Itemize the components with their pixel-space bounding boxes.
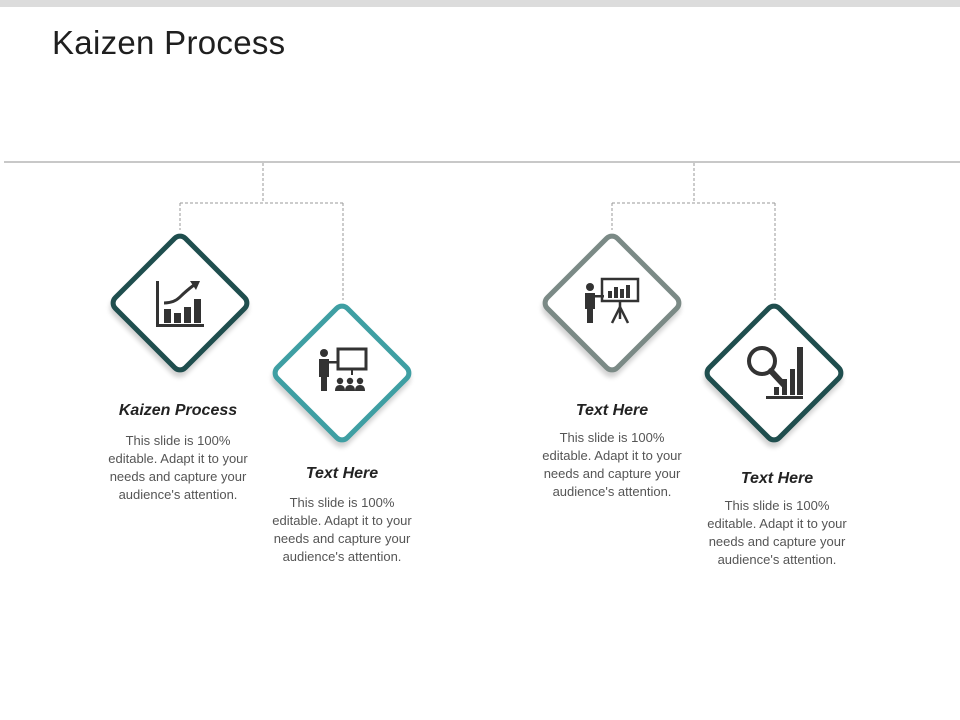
step-3-description: This slide is 100% editable. Adapt it to… bbox=[542, 430, 682, 499]
step-2-title: Text Here bbox=[305, 465, 379, 482]
presenter-chart-icon bbox=[582, 273, 642, 333]
header-divider bbox=[4, 161, 960, 163]
step-1-title: Kaizen Process bbox=[118, 402, 238, 419]
presentation-audience-icon bbox=[312, 343, 372, 403]
page-title: Kaizen Process bbox=[52, 24, 286, 61]
step-4-title: Text Here bbox=[740, 470, 814, 487]
growth-chart-icon bbox=[150, 273, 210, 333]
step-1-description: This slide is 100% editable. Adapt it to… bbox=[108, 433, 248, 502]
step-2-description: This slide is 100% editable. Adapt it to… bbox=[272, 495, 412, 564]
step-3-title: Text Here bbox=[575, 402, 649, 419]
step-4-description: This slide is 100% editable. Adapt it to… bbox=[707, 498, 847, 567]
connector-left bbox=[179, 163, 344, 300]
connector-right bbox=[611, 163, 776, 300]
top-band bbox=[0, 0, 960, 7]
magnifier-chart-icon bbox=[744, 343, 804, 403]
